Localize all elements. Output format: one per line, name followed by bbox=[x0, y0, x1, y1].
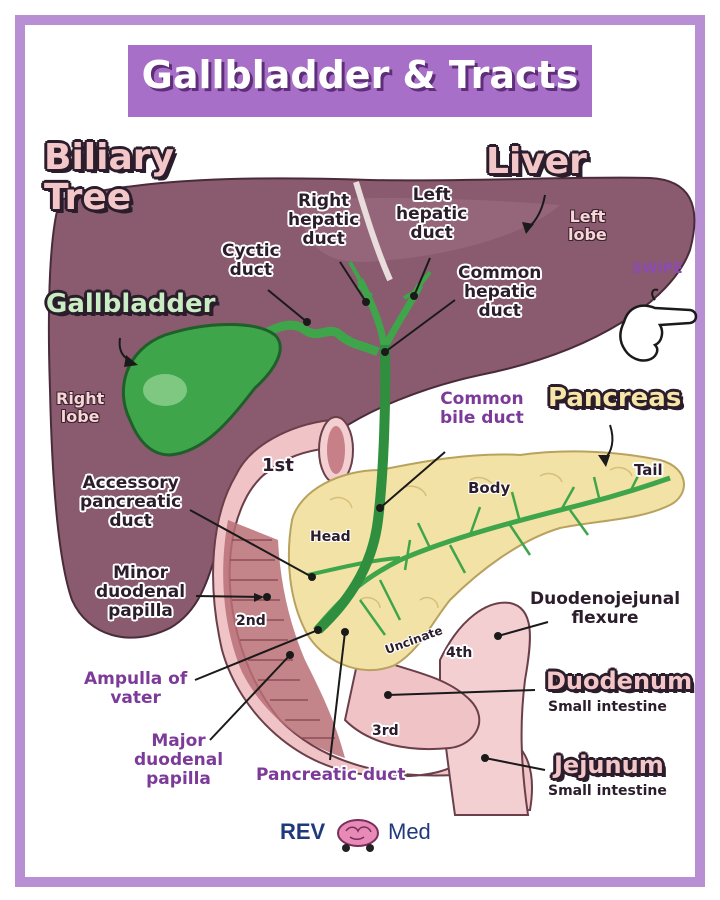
swipe-label: SWIPE bbox=[632, 261, 683, 277]
hepatic-ducts-minor bbox=[348, 261, 432, 300]
djf-line1: Duodenojejunal bbox=[530, 589, 681, 609]
falciform-ligament bbox=[353, 181, 393, 282]
cystic-line1: Cyctic bbox=[222, 241, 280, 261]
duodenum-heading: Duodenum bbox=[546, 667, 693, 695]
pancreas-heading: Pancreas bbox=[548, 383, 682, 413]
right-hepatic-line2: hepatic bbox=[288, 210, 360, 231]
pancreas-lobulation bbox=[329, 466, 633, 609]
biliary-tree-line1: Biliary bbox=[44, 137, 174, 178]
gallbladder-shape bbox=[121, 323, 282, 457]
left-hepatic-duct-label: Left hepatic duct bbox=[396, 185, 468, 244]
brain-car-icon bbox=[337, 819, 379, 852]
apd-line1: Accessory bbox=[82, 473, 179, 493]
accessory-pancreatic-duct bbox=[307, 556, 401, 577]
brand-logo: REV Med bbox=[0, 815, 720, 855]
pancreatic-duct-branches bbox=[358, 471, 642, 636]
mdp-line2: duodenal bbox=[96, 582, 186, 603]
common-hepatic-line2: hepatic bbox=[464, 282, 536, 303]
duodenojejunal-flexure-label: Duodenojejunal flexure bbox=[530, 589, 681, 629]
pancreatic-duct-label: Pancreatic duct bbox=[256, 765, 406, 785]
left-lobe-label: Left lobe bbox=[568, 208, 607, 244]
common-hepatic-line3: duct bbox=[478, 301, 521, 322]
liver-heading: Liver bbox=[486, 141, 587, 182]
right-hepatic-duct-label: Right hepatic duct bbox=[288, 191, 360, 250]
biliary-tree-heading: Biliary Tree bbox=[44, 138, 174, 217]
page-title: Gallbladder & Tracts bbox=[141, 53, 579, 97]
cystic-duct bbox=[242, 320, 380, 357]
gallbladder-highlight bbox=[143, 374, 187, 406]
duodenum-3rd-label: 3rd bbox=[372, 723, 399, 739]
apd-line2: pancreatic bbox=[80, 492, 182, 513]
mdp-line1: Minor bbox=[113, 563, 168, 583]
jejunum-heading: Jejunum bbox=[554, 751, 664, 779]
left-hepatic-line1: Left bbox=[412, 185, 451, 205]
apd-line3: duct bbox=[109, 511, 152, 532]
common-bile-duct-label: Common bile duct bbox=[440, 389, 524, 429]
duodenum-4th-label: 4th bbox=[446, 645, 473, 661]
right-lobe-line1: Right bbox=[56, 389, 105, 408]
brand-right: Med bbox=[388, 819, 431, 844]
pancreas-body-label: Body bbox=[468, 479, 511, 497]
pancreas-tail-label: Tail bbox=[634, 461, 663, 479]
arrowheads bbox=[124, 222, 610, 602]
common-bile-duct bbox=[314, 344, 391, 634]
left-lobe-line2: lobe bbox=[568, 224, 607, 244]
right-hepatic-line3: duct bbox=[302, 229, 345, 250]
cystic-line2: duct bbox=[229, 260, 273, 281]
pancreas-head-label: Head bbox=[310, 529, 351, 545]
duodenum-2nd-label: 2nd bbox=[236, 613, 266, 629]
duodenum-3rd-tube bbox=[343, 648, 481, 751]
mjdp-line2: duodenal bbox=[134, 750, 224, 771]
major-duodenal-papilla-label: Major duodenal papilla bbox=[134, 731, 224, 790]
title-banner bbox=[128, 45, 592, 117]
duodenum-1st-lumen bbox=[327, 426, 345, 474]
common-hepatic-duct-label: Common hepatic duct bbox=[458, 263, 542, 322]
djf-line2: flexure bbox=[571, 608, 639, 629]
duodenum-subtitle: Small intestine bbox=[548, 699, 667, 715]
right-lobe-line2: lobe bbox=[60, 406, 100, 426]
aov-line2: vater bbox=[110, 688, 161, 709]
right-hepatic-line1: Right bbox=[297, 191, 350, 211]
jejunum-subtitle: Small intestine bbox=[548, 783, 667, 799]
minor-duodenal-papilla-label: Minor duodenal papilla bbox=[96, 563, 186, 622]
left-lobe-line1: Left bbox=[569, 207, 606, 226]
duodenum-1st-label: 1st bbox=[262, 455, 294, 476]
common-hepatic-line1: Common bbox=[458, 263, 542, 283]
brand-left: REV bbox=[280, 819, 326, 844]
aov-line1: Ampulla of bbox=[84, 669, 188, 689]
page-frame bbox=[15, 15, 705, 887]
biliary-tree-line2: Tree bbox=[44, 176, 132, 218]
left-hepatic-line3: duct bbox=[410, 223, 453, 244]
right-lobe-label: Right lobe bbox=[56, 390, 104, 426]
accessory-pancreatic-duct-label: Accessory pancreatic duct bbox=[80, 473, 182, 532]
mdp-line3: papilla bbox=[108, 601, 173, 622]
cystic-duct-label: Cyctic duct bbox=[222, 241, 280, 281]
gallbladder-heading: Gallbladder bbox=[46, 289, 216, 319]
pointing-hand-icon bbox=[619, 288, 698, 362]
cbd-line2: bile duct bbox=[440, 408, 524, 429]
cbd-line1: Common bbox=[440, 389, 524, 409]
left-hepatic-line2: hepatic bbox=[396, 204, 468, 225]
ampulla-of-vater-label: Ampulla of vater bbox=[84, 669, 188, 709]
leader-lines bbox=[118, 194, 614, 771]
mjdp-line1: Major bbox=[151, 731, 206, 751]
mjdp-line3: papilla bbox=[146, 769, 211, 790]
liver-shape bbox=[47, 176, 696, 639]
